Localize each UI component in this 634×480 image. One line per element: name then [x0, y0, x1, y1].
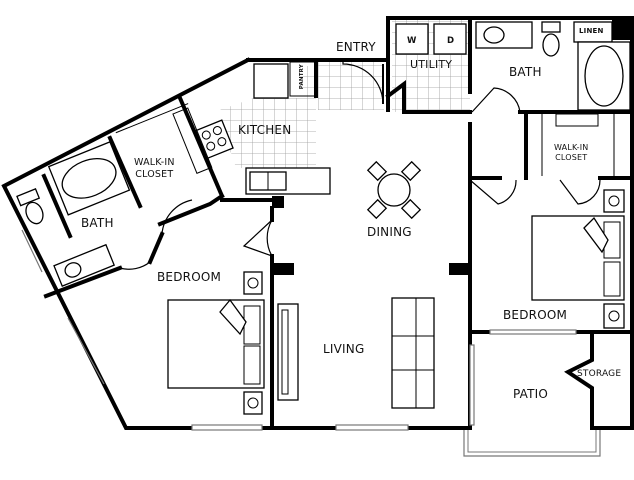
room-label-entry: ENTRY [336, 40, 376, 54]
left-closet-line2: CLOSET [135, 168, 174, 180]
room-label-master-bath: BATH [81, 216, 114, 230]
windows [21, 229, 601, 457]
room-label-right-bedroom: BEDROOM [503, 308, 568, 322]
room-label-linen: LINEN [579, 27, 604, 35]
room-label-utility: UTILITY [410, 58, 453, 71]
room-label-storage: STORAGE [577, 369, 622, 379]
fixtures [16, 21, 631, 415]
right-closet-line2: CLOSET [555, 153, 588, 162]
doors [119, 60, 601, 270]
room-label-living: LIVING [323, 342, 365, 356]
room-label-patio: PATIO [513, 387, 549, 401]
room-label-dining: DINING [367, 225, 412, 239]
right-closet-line1: WALK-IN [554, 143, 589, 152]
room-label-left-bedroom: BEDROOM [157, 270, 222, 284]
room-label-pantry: PANTRY [299, 64, 305, 90]
left-closet-line1: WALK-IN [134, 157, 175, 168]
room-label-kitchen: KITCHEN [238, 123, 292, 137]
appliance-label-washer: W [407, 36, 417, 46]
room-label-left-walkin-closet: WALK-IN CLOSET [134, 158, 175, 179]
room-label-right-walkin-closet: WALK-IN CLOSET [554, 144, 588, 162]
appliance-label-dryer: D [447, 36, 455, 46]
room-label-hall-bath: BATH [509, 65, 542, 79]
